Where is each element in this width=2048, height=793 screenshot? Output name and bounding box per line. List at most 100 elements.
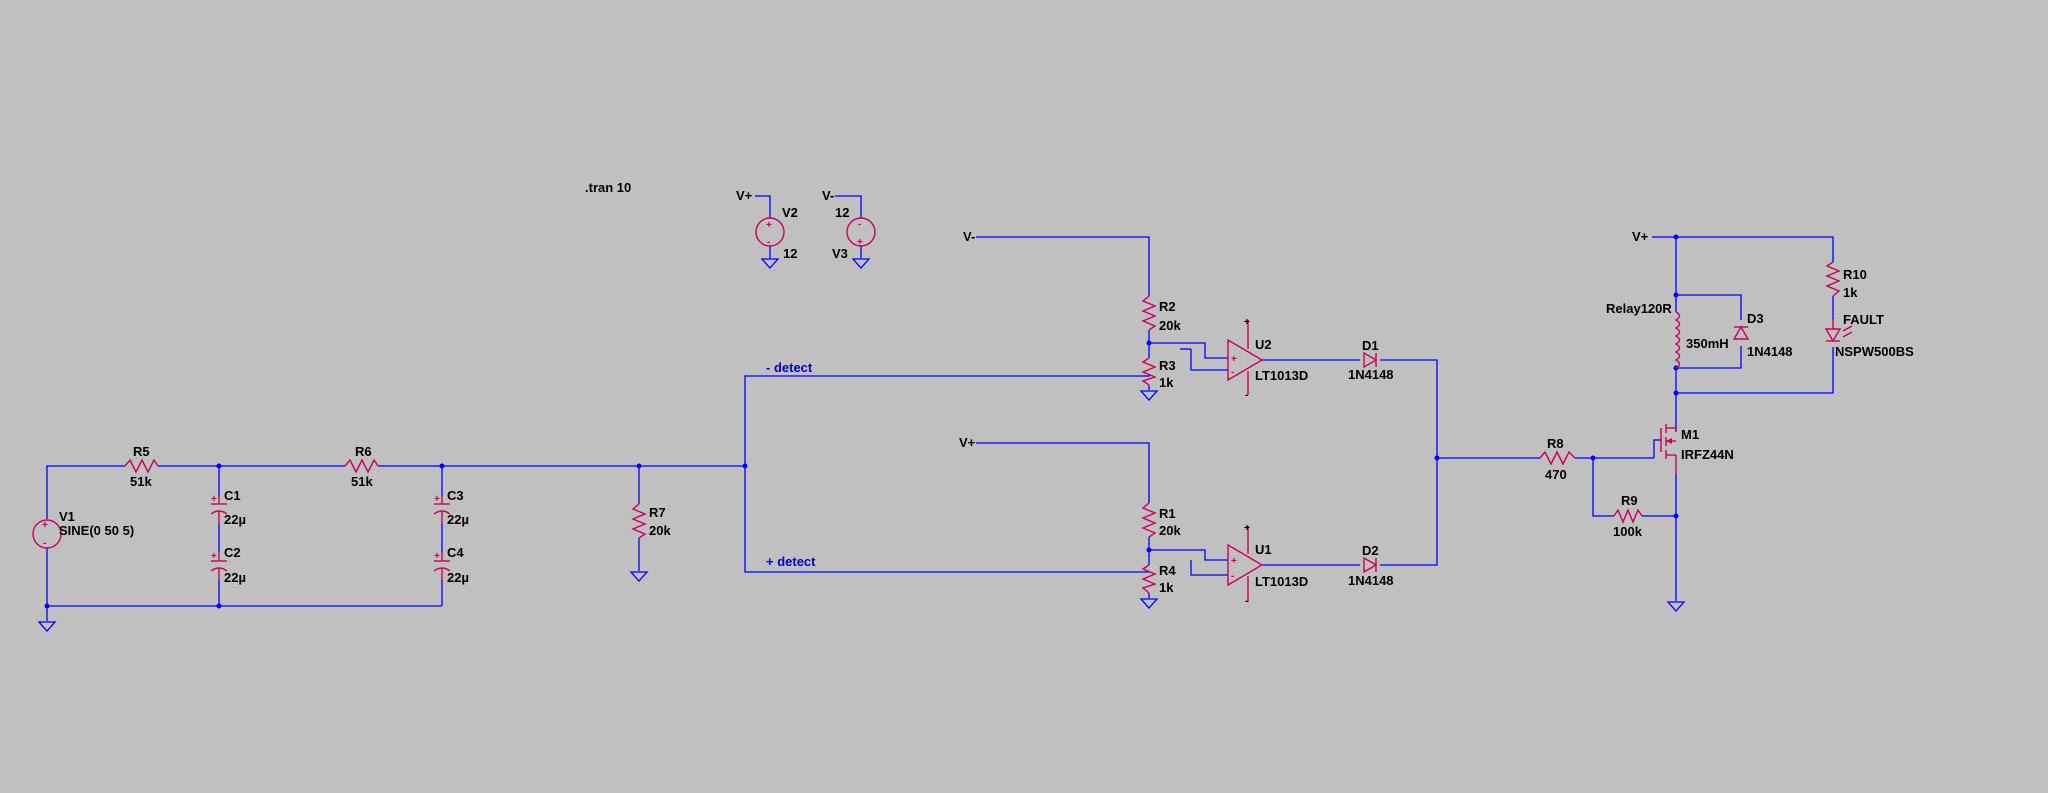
label-v2-name: V2 — [782, 205, 798, 220]
svg-text:-: - — [1231, 367, 1234, 378]
label-led-value: NSPW500BS — [1835, 344, 1914, 359]
resistor-r9[interactable] — [1613, 508, 1643, 524]
svg-text:-: - — [767, 237, 770, 248]
ground-icon — [629, 571, 649, 582]
label-d1-name: D1 — [1362, 338, 1379, 353]
source-v3[interactable]: - + — [846, 217, 876, 248]
resistor-r4[interactable] — [1141, 564, 1157, 594]
spice-directive[interactable]: .tran 10 — [585, 180, 631, 195]
net-label-vplus: V+ — [736, 188, 753, 203]
resistor-r7[interactable] — [631, 503, 647, 539]
label-d2-name: D2 — [1362, 543, 1379, 558]
label-c4-name: C4 — [447, 545, 464, 560]
net-label-plus-detect: + detect — [766, 554, 816, 569]
label-l1-value: 350mH — [1686, 336, 1729, 351]
wires — [46, 195, 1834, 621]
svg-text:+: + — [766, 220, 772, 231]
label-r8-name: R8 — [1547, 436, 1564, 451]
label-r10-value: 1k — [1843, 285, 1858, 300]
opamp-u2[interactable]: + - — [1227, 320, 1264, 395]
label-c3-value: 22µ — [447, 512, 469, 527]
diode-d1[interactable] — [1363, 351, 1378, 369]
net-label-vplus: V+ — [1632, 229, 1649, 244]
capacitor-c4[interactable]: + — [433, 551, 451, 580]
label-c4-value: 22µ — [447, 570, 469, 585]
label-r6-value: 51k — [351, 474, 373, 489]
label-r9-name: R9 — [1621, 493, 1638, 508]
diode-d2[interactable] — [1363, 556, 1378, 574]
pin-minus: - — [1245, 596, 1248, 607]
label-r4-value: 1k — [1159, 580, 1174, 595]
net-label-minus-detect: - detect — [766, 360, 813, 375]
label-relay: Relay120R — [1606, 301, 1672, 316]
svg-text:+: + — [857, 237, 863, 248]
ground-icon — [1666, 601, 1686, 612]
label-r5-name: R5 — [133, 444, 150, 459]
label-m1-name: M1 — [1681, 427, 1699, 442]
net-label-vminus: V- — [822, 188, 834, 203]
resistor-r1[interactable] — [1141, 502, 1157, 538]
resistor-r10[interactable] — [1825, 261, 1841, 297]
diode-d3[interactable] — [1732, 325, 1750, 340]
net-label-vplus: V+ — [959, 435, 976, 450]
label-u1-name: U1 — [1255, 542, 1272, 557]
resistor-r2[interactable] — [1141, 295, 1157, 331]
resistor-r8[interactable] — [1539, 450, 1576, 466]
svg-text:-: - — [1231, 571, 1234, 582]
svg-text:+: + — [211, 494, 217, 505]
label-v1-value: SINE(0 50 5) — [59, 523, 134, 538]
ground-icon — [37, 621, 57, 632]
label-c1-name: C1 — [224, 488, 241, 503]
pin-minus: - — [1245, 390, 1248, 401]
label-c2-name: C2 — [224, 545, 241, 560]
label-r7-value: 20k — [649, 523, 671, 538]
svg-text:+: + — [1231, 354, 1237, 365]
net-label-vminus: V- — [963, 229, 975, 244]
label-u1-value: LT1013D — [1255, 574, 1308, 589]
label-v3-value: 12 — [835, 205, 849, 220]
svg-text:-: - — [43, 538, 46, 549]
svg-text:+: + — [211, 551, 217, 562]
label-c1-value: 22µ — [224, 512, 246, 527]
ground-icon — [1139, 598, 1159, 609]
label-c3-name: C3 — [447, 488, 464, 503]
label-c2-value: 22µ — [224, 570, 246, 585]
label-v1-name: V1 — [59, 509, 75, 524]
svg-text:+: + — [434, 551, 440, 562]
source-v2[interactable]: + - — [755, 217, 785, 248]
led-fault[interactable] — [1824, 319, 1853, 343]
resistor-r5[interactable] — [124, 458, 159, 474]
resistor-r3[interactable] — [1141, 357, 1157, 386]
label-m1-value: IRFZ44N — [1681, 447, 1734, 462]
ground-icon — [760, 258, 780, 269]
label-r7-name: R7 — [649, 505, 666, 520]
label-r5-value: 51k — [130, 474, 152, 489]
label-r2-value: 20k — [1159, 318, 1181, 333]
label-r9-value: 100k — [1613, 524, 1643, 539]
opamp-u1[interactable]: + - — [1227, 526, 1264, 602]
label-r1-name: R1 — [1159, 506, 1176, 521]
relay-coil[interactable] — [1674, 311, 1681, 369]
label-u2-value: LT1013D — [1255, 368, 1308, 383]
svg-text:+: + — [434, 494, 440, 505]
label-v2-value: 12 — [783, 246, 797, 261]
mosfet-m1[interactable] — [1660, 424, 1677, 474]
label-r1-value: 20k — [1159, 523, 1181, 538]
ground-icon — [1139, 390, 1159, 401]
label-r3-value: 1k — [1159, 375, 1174, 390]
label-r8-value: 470 — [1545, 467, 1567, 482]
source-v1[interactable]: + - — [32, 519, 62, 549]
label-r2-name: R2 — [1159, 299, 1176, 314]
resistor-r6[interactable] — [344, 458, 379, 474]
pin-plus: + — [1244, 317, 1250, 328]
label-d1-value: 1N4148 — [1348, 367, 1394, 382]
capacitor-c2[interactable]: + — [210, 551, 228, 580]
label-r6-name: R6 — [355, 444, 372, 459]
capacitor-c1[interactable]: + — [210, 494, 228, 524]
svg-text:+: + — [42, 520, 48, 531]
label-v3-name: V3 — [832, 246, 848, 261]
label-r3-name: R3 — [1159, 358, 1176, 373]
label-d2-value: 1N4148 — [1348, 573, 1394, 588]
capacitor-c3[interactable]: + — [433, 494, 451, 524]
